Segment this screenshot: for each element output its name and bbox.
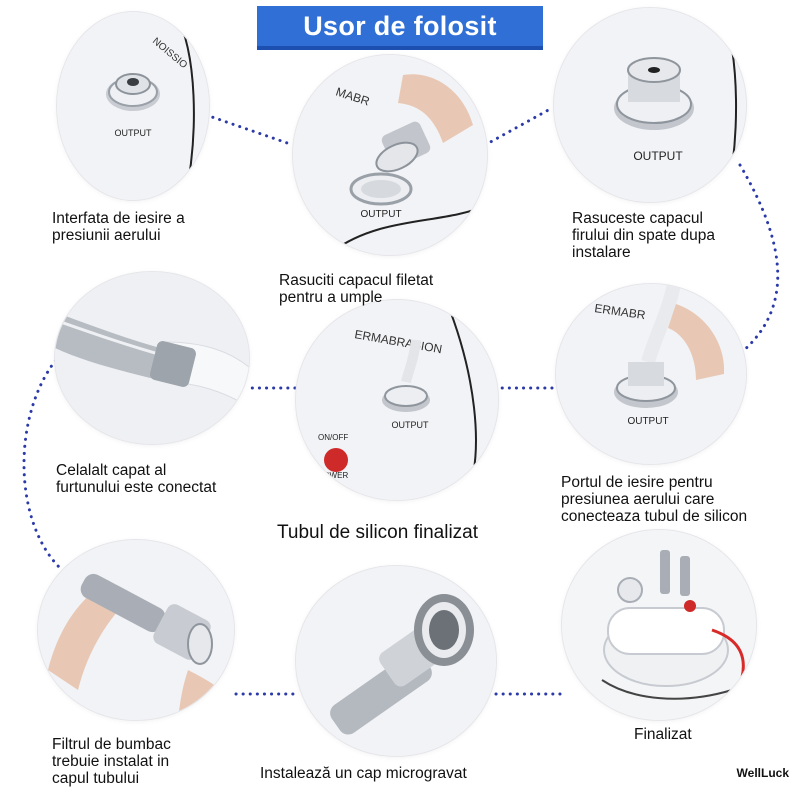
photo-cotton-filter — [38, 540, 234, 720]
title-banner: Usor de folosit — [257, 6, 543, 50]
caption-step-7: Filtrul de bumbac trebuie instalat in ca… — [52, 736, 171, 787]
svg-text:OUTPUT: OUTPUT — [627, 416, 668, 427]
caption-step-3: Rasuceste capacul firului din spate dupa… — [572, 210, 716, 261]
caption-step-8: Instalează un cap microgravat — [260, 765, 467, 782]
svg-text:OUTPUT: OUTPUT — [633, 149, 683, 163]
svg-text:ON/OFF: ON/OFF — [318, 433, 348, 442]
photo-finished-tube: ERMABRASION OUTPUT ON/OFF POWER — [296, 300, 498, 500]
photo-hose-other-end — [55, 272, 249, 444]
svg-text:POWER: POWER — [318, 471, 348, 480]
caption-step-6: Celalalt capat al furtunului este conect… — [56, 462, 217, 496]
caption-step-9: Finalizat — [634, 726, 692, 743]
caption-step-4: Portul de iesire pentru presiunea aerulu… — [561, 474, 748, 525]
svg-text:OUTPUT: OUTPUT — [115, 128, 153, 138]
page-title: Usor de folosit — [303, 10, 497, 41]
photo-twist-cap: MABR OUTPUT — [293, 55, 487, 255]
caption-step-1: Interfata de iesire a presiunii aerului — [52, 210, 185, 244]
photo-finished-device — [562, 530, 756, 720]
svg-text:OUTPUT: OUTPUT — [360, 209, 401, 220]
brand-logo: WellLuck — [736, 766, 789, 780]
photo-rear-cap: OUTPUT — [554, 8, 746, 202]
photo-output-interface: NOISSIO OUTPUT — [57, 12, 209, 200]
caption-step-5: Tubul de silicon finalizat — [277, 522, 479, 543]
svg-text:OUTPUT: OUTPUT — [392, 420, 430, 430]
photo-micro-head — [296, 566, 496, 756]
photo-output-port-tube: ERMABR OUTPUT — [556, 284, 746, 464]
caption-step-2: Rasuciti capacul filetat pentru a umple — [279, 272, 434, 306]
